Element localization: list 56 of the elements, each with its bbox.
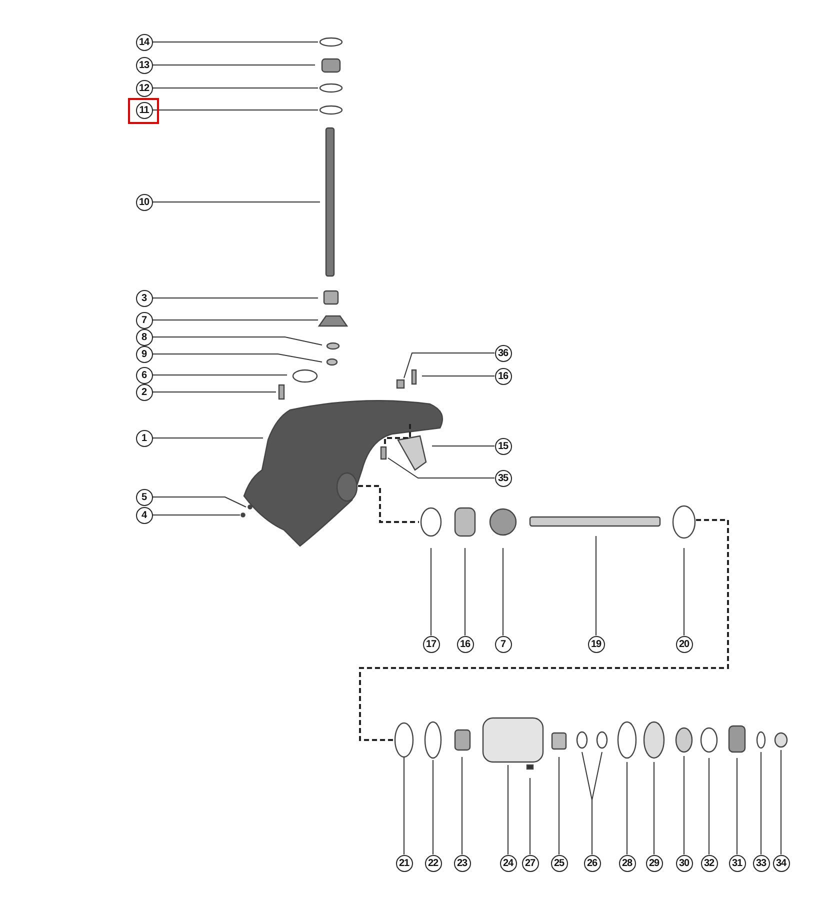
leader-line xyxy=(502,548,504,636)
callout-number: 14 xyxy=(136,34,152,50)
callout-number: 7 xyxy=(494,636,512,652)
callout-number: 26 xyxy=(584,854,600,872)
callout-number: 25 xyxy=(550,854,568,872)
callout-number: 13 xyxy=(136,56,152,74)
callout-number: 24 xyxy=(500,854,516,872)
leader-line xyxy=(780,750,782,855)
callout-number: 36 xyxy=(494,344,512,362)
callout-number: 17 xyxy=(422,636,440,652)
leader-line xyxy=(152,354,322,362)
callout-number: 2 xyxy=(136,384,152,400)
leader-line xyxy=(152,514,240,516)
callout-number: 35 xyxy=(494,470,512,486)
callout-number: 28 xyxy=(618,854,636,872)
leader-line xyxy=(432,760,434,855)
callout-number: 30 xyxy=(676,854,692,872)
callout-number: 31 xyxy=(728,854,746,872)
callout-number: 16 xyxy=(494,368,512,384)
callout-number: 10 xyxy=(136,194,152,210)
callout-number: 7 xyxy=(136,312,152,328)
callout-number: 5 xyxy=(136,488,152,506)
callout-number: 34 xyxy=(772,854,790,872)
callout-number: 20 xyxy=(676,636,692,652)
leader-line xyxy=(152,336,322,346)
callout-number: 23 xyxy=(454,854,470,872)
callout-number: 15 xyxy=(494,438,512,454)
callout-number: 3 xyxy=(136,290,152,306)
callout-number: 1 xyxy=(136,430,152,446)
leader-line xyxy=(708,758,710,855)
leader-line xyxy=(626,762,628,855)
callout-number: 4 xyxy=(136,506,152,524)
callout-number: 9 xyxy=(136,346,152,362)
callout-number: 32 xyxy=(700,854,718,872)
callout-number: 6 xyxy=(136,366,152,384)
leader-line xyxy=(152,496,246,508)
callout-number: 16 xyxy=(456,636,474,652)
leader-line xyxy=(558,756,560,855)
leader-line xyxy=(388,458,495,478)
callout-number: 12 xyxy=(136,80,152,96)
leader-line xyxy=(152,374,288,376)
leader-line xyxy=(404,352,495,378)
callout-number: 19 xyxy=(588,636,604,652)
callout-number: 33 xyxy=(752,854,770,872)
leader-line xyxy=(152,64,316,66)
leader-line xyxy=(430,548,432,636)
callout-number: 11 xyxy=(136,102,152,118)
callout-number: 22 xyxy=(424,854,442,872)
leader-line xyxy=(736,758,738,855)
callout-number: 21 xyxy=(396,854,412,872)
leader-line xyxy=(760,752,762,855)
callout-number: 29 xyxy=(646,854,662,872)
leader-line xyxy=(592,752,602,855)
callout-number: 27 xyxy=(522,854,538,872)
callout-number: 8 xyxy=(136,328,152,346)
leader-line xyxy=(464,548,466,636)
